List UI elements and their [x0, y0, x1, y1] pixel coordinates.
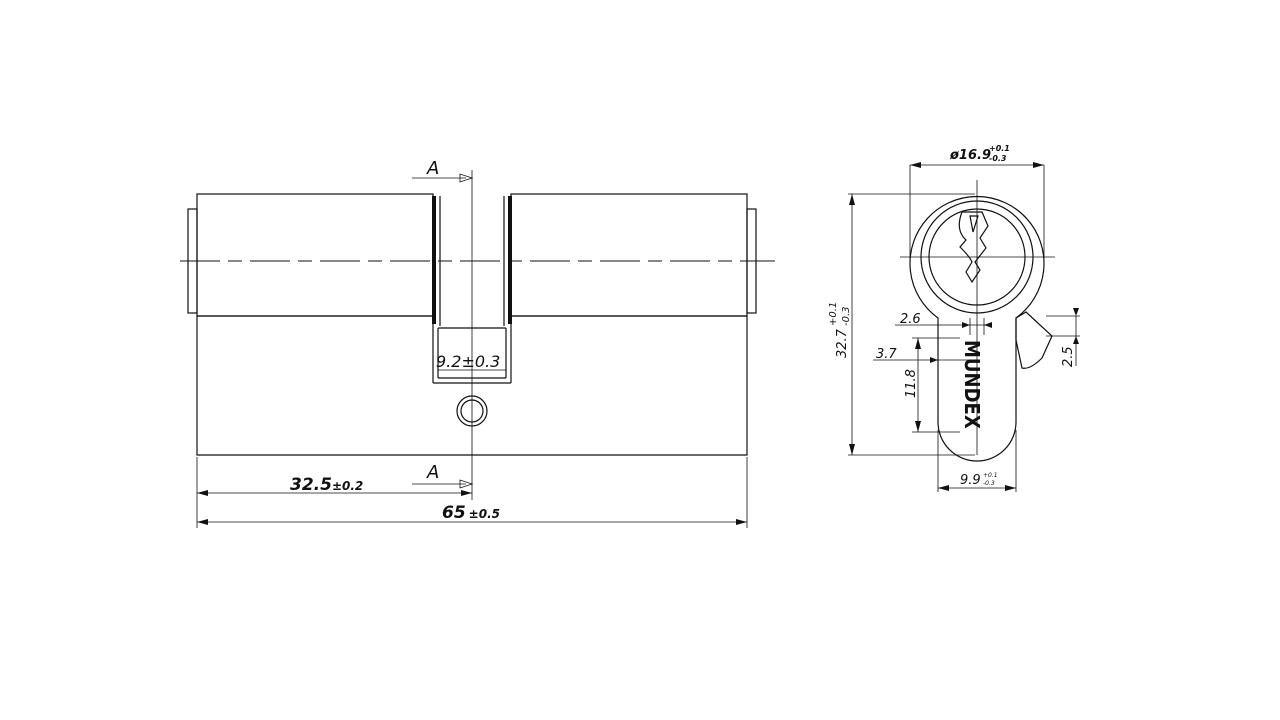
bottom-width-dimension: 9.9: [960, 473, 981, 488]
half-length-dimension: 32.5±0.2: [290, 475, 363, 495]
height-dimension: 32.7: [835, 328, 850, 358]
svg-text:-0.3: -0.3: [841, 306, 852, 326]
dim-2-5: 2.5: [1061, 346, 1076, 367]
dim-2-6: 2.6: [900, 312, 921, 327]
total-length-dimension: 65±0.5: [442, 503, 500, 523]
svg-text:-0.3: -0.3: [989, 154, 1007, 163]
section-label-top: A: [426, 158, 439, 179]
cam-lobe: [1015, 311, 1053, 369]
side-view: MUNDEX ø16.9 +0.1 -0.3 32.7 +0.1 -0.3 2.…: [828, 144, 1080, 492]
svg-text:-0.3: -0.3: [983, 480, 995, 487]
left-cylinder-body: [196, 193, 434, 317]
dim-3-7: 3.7: [876, 347, 897, 362]
right-cylinder-body: [510, 193, 748, 317]
svg-text:+0.1: +0.1: [828, 302, 839, 326]
section-label-bottom: A: [426, 462, 439, 483]
dim-11-8: 11.8: [904, 369, 919, 398]
diameter-dimension: ø16.9: [949, 148, 991, 163]
cam-width-dimension: 9.2±0.3: [436, 352, 500, 371]
front-view: A A 9.2±0.3 32.5±0.2 65±0.5: [180, 158, 775, 528]
keyway: [958, 211, 989, 284]
brand-label: MUNDEX: [960, 340, 984, 429]
svg-text:+0.1: +0.1: [989, 144, 1010, 153]
svg-text:+0.1: +0.1: [983, 472, 998, 479]
profile-outline: [909, 195, 1045, 462]
